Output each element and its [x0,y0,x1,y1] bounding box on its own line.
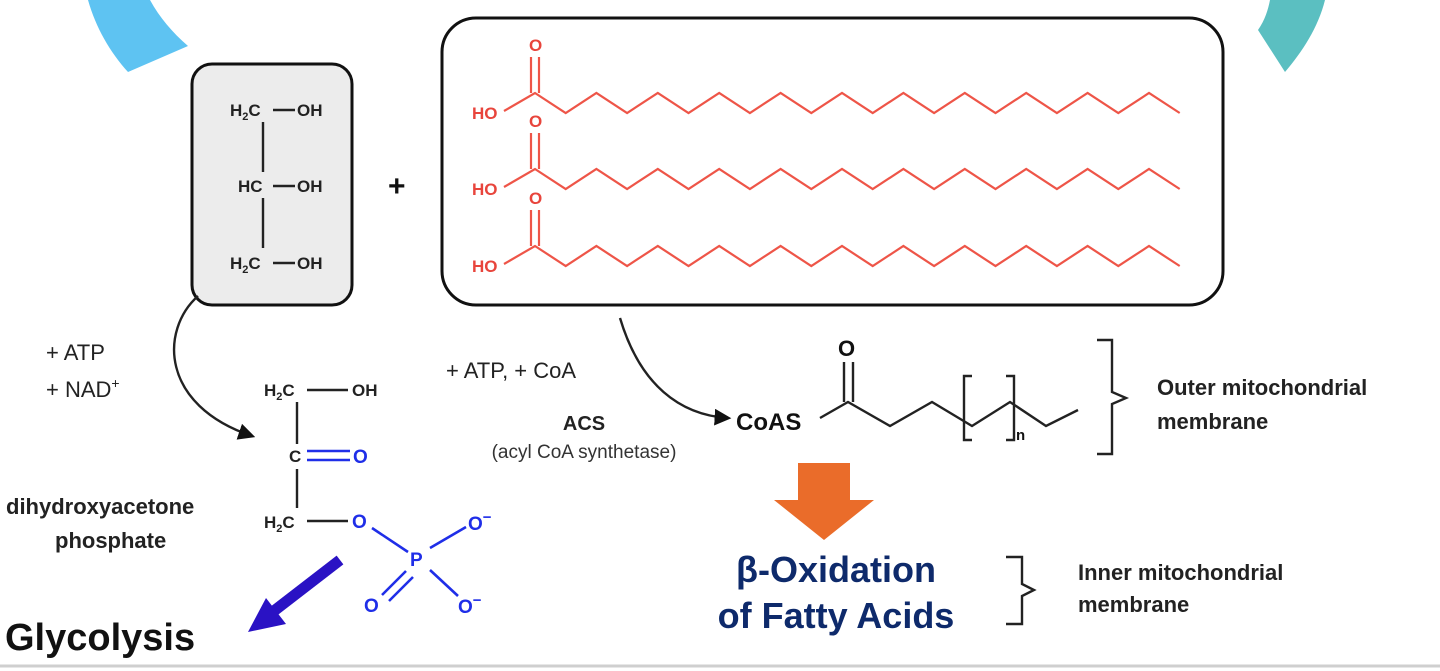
svg-text:P: P [410,550,423,571]
acs-enzyme: ACS [563,413,605,435]
fatty-acid-carbon-chain [503,244,1181,268]
acs-reagents: + ATP, + CoA [446,358,576,383]
svg-text:O−: O− [468,509,492,535]
fatty-acid-hydroxyl: HO [472,104,498,123]
corner-arrow-right-decoration [1258,0,1325,72]
svg-text:O: O [353,447,368,468]
glycerol-oh-1: OH [297,101,323,120]
fatty-acid-carbonyl-oxygen: O [529,36,542,55]
beta-oxidation-line-2: of Fatty Acids [718,595,955,636]
dhap-to-glycolysis-arrow [248,555,344,632]
fatty-acid-hydroxyl: HO [472,257,498,276]
fatty-acid-chain: HO O [472,36,1181,123]
beta-oxidation-line-1: β-Oxidation [736,549,936,590]
glycerol-structure: H2C OH HC OH H2C OH [190,62,354,307]
glycerol-h-2: H [238,177,250,196]
corner-arrow-left-decoration [88,0,188,72]
glycerol-oh-3: OH [297,254,323,273]
svg-text:HC: HC [238,177,263,196]
glycerol-h-3: H [230,254,242,273]
svg-text:O: O [364,596,379,617]
fatty-acid-to-acylcoa-arrow [618,317,732,426]
fatty-acids-box [440,16,1225,307]
glycerol-h-1: H [230,101,242,120]
outer-membrane-line-1: Outer mitochondrial [1157,375,1367,400]
inner-membrane-bracket [1006,555,1037,626]
svg-text:O: O [838,336,855,361]
svg-text:H2C: H2C [230,254,261,276]
inner-membrane-line-1: Inner mitochondrial [1078,560,1283,585]
dhap-structure: H2C OH C O H2C O P O− O− O [264,381,492,618]
dhap-name-line-2: phosphate [55,528,166,553]
fatty-acid-carbonyl-oxygen: O [529,189,542,208]
beta-oxidation-arrow [774,463,874,540]
fatty-acid-chain: HO O [472,189,1181,276]
glycolysis-label: Glycolysis [5,617,195,659]
glycerol-oh-2: OH [297,177,323,196]
acyl-coa-structure: CoAS O n [736,336,1079,444]
svg-text:OH: OH [352,381,378,400]
fatty-acid-chain: HO O [472,112,1181,199]
fatty-acid-carbonyl-oxygen: O [529,112,542,131]
glycerol-box [190,62,354,307]
fatty-acids-structure: HO O HO O HO O [440,16,1225,307]
outer-membrane-line-2: membrane [1157,409,1268,434]
dhap-name-line-1: dihydroxyacetone [6,494,194,519]
reagent-nad: + NAD+ [46,375,120,402]
svg-text:H2C: H2C [230,101,261,123]
fatty-acid-carbon-chain [503,167,1181,191]
plus-sign: + [388,170,406,203]
svg-text:O−: O− [458,592,482,618]
fatty-acid-carbon-chain [503,91,1181,115]
outer-membrane-bracket [1097,338,1130,456]
svg-text:CoAS: CoAS [736,409,801,436]
glycerol-to-dhap-arrow [172,295,256,440]
svg-text:C: C [289,447,301,466]
svg-text:O: O [352,512,367,533]
svg-text:H2C: H2C [264,513,295,535]
fatty-acid-hydroxyl: HO [472,180,498,199]
svg-text:n: n [1016,427,1025,444]
inner-membrane-line-2: membrane [1078,592,1189,617]
svg-text:H2C: H2C [264,381,295,403]
acs-enzyme-full: (acyl CoA synthetase) [492,442,677,463]
reagent-atp: + ATP [46,340,105,365]
